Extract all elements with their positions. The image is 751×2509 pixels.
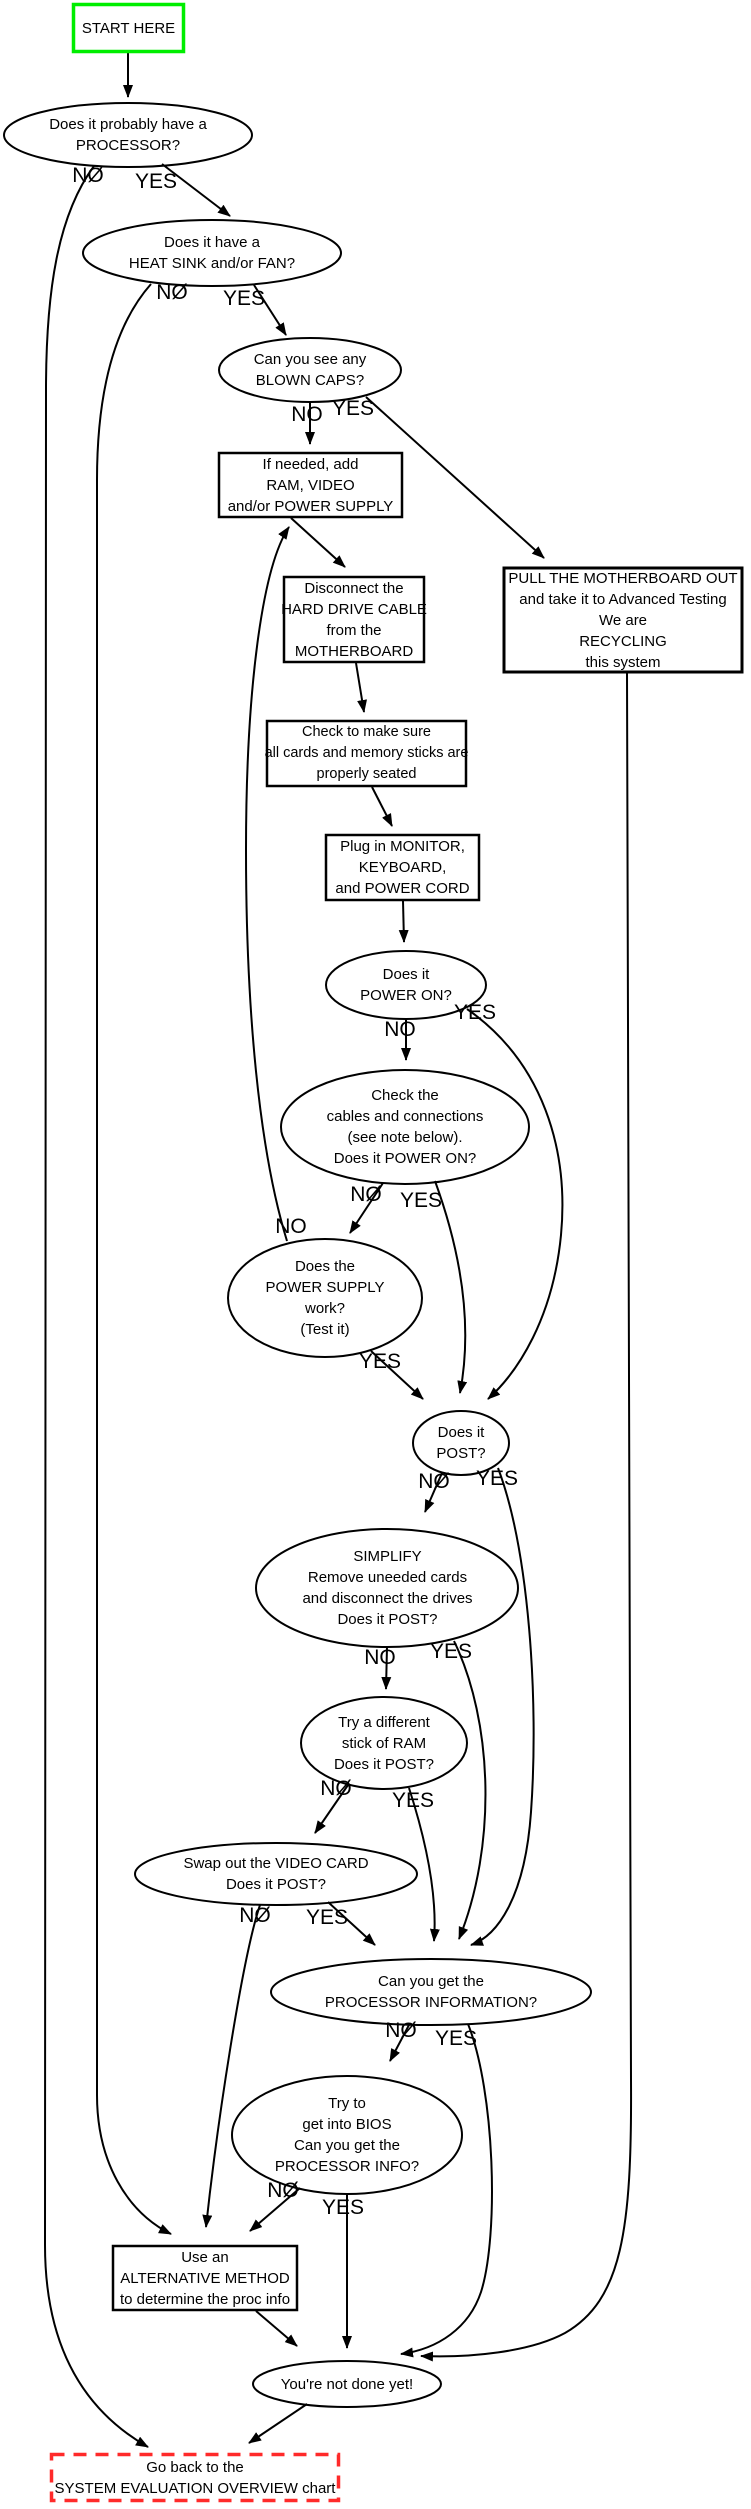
- edge-notdone-goback: [248, 2403, 308, 2444]
- edge-label-video-yes: YES: [305, 1906, 349, 1929]
- edge-post-no: [424, 1472, 443, 1513]
- node-seated-label: Check to make sure all cards and memory …: [264, 724, 469, 782]
- node-blown-caps-label: Can you see any BLOWN CAPS?: [253, 351, 367, 389]
- node-heatsink-label: Does it have a HEAT SINK and/or FAN?: [128, 234, 296, 272]
- edge-label-caps-yes: YES: [331, 397, 375, 420]
- edge-label-bios-yes: YES: [321, 2196, 365, 2219]
- edge-simplify-no: [381, 1646, 392, 1690]
- node-proc-info-shape: [270, 1958, 592, 2026]
- edge-caps-yes: [365, 396, 545, 559]
- node-start-shape: [71, 2, 186, 54]
- edge-cables-no: [349, 1182, 384, 1234]
- node-power-on-label: Does it POWER ON?: [360, 966, 452, 1004]
- node-start-label: START HERE: [81, 19, 176, 37]
- node-video-label: Swap out the VIDEO CARD Does it POST?: [183, 1855, 369, 1893]
- edge-poweron-yes: [466, 1008, 564, 1400]
- edge-procinfo-no: [389, 2024, 410, 2062]
- node-disconnect-label: Disconnect the HARD DRIVE CABLE from the…: [281, 579, 427, 660]
- edge-psu-yes: [370, 1350, 424, 1400]
- node-ram-label: Try a different stick of RAM Does it POS…: [333, 1713, 435, 1773]
- node-not-done-shape: [252, 2360, 442, 2408]
- edge-label-post-yes: YES: [475, 1467, 519, 1490]
- node-add-parts-label: If needed, add RAM, VIDEO and/or POWER S…: [227, 455, 394, 515]
- node-not-done-label: You're not done yet!: [280, 2375, 414, 2393]
- node-proc-info-label: Can you get the PROCESSOR INFORMATION?: [324, 1973, 538, 2011]
- edge-video-no: [202, 1904, 261, 2228]
- edge-label-simplify-yes: YES: [429, 1640, 473, 1663]
- node-simplify-label: SIMPLIFY Remove uneeded cards and discon…: [302, 1548, 473, 1628]
- edge-label-cables-yes: YES: [399, 1189, 443, 1212]
- edge-label-caps-no: NO: [291, 403, 323, 426]
- node-alt-method-shape: [111, 2244, 299, 2312]
- edge-processor-yes: [161, 163, 231, 217]
- edge-label-cables-no: NØ: [350, 1183, 382, 1206]
- edge-label-video-no: NØ: [239, 1904, 271, 1927]
- edge-simplify-yes: [453, 1640, 487, 1940]
- node-ram-shape: [300, 1696, 468, 1790]
- edge-pullout-notdone: [420, 671, 633, 2362]
- edge-label-bios-no: NØ: [267, 2179, 299, 2202]
- node-power-supply-label: Does the POWER SUPPLY work? (Test it): [265, 1258, 385, 1338]
- node-pull-out-label: PULL THE MOTHERBOARD OUT and take it to …: [508, 569, 738, 671]
- edge-label-heatsink-yes: YES: [222, 287, 266, 310]
- edge-label-procinfo-yes: YES: [434, 2027, 478, 2050]
- node-go-back-shape: [49, 2452, 341, 2503]
- node-post-shape: [412, 1410, 510, 1476]
- edge-bios-no: [249, 2187, 301, 2232]
- edge-label-processor-yes: YES: [134, 170, 178, 193]
- edge-label-post-no: NØ: [418, 1470, 450, 1493]
- edge-seated-plugin: [371, 786, 393, 827]
- edge-addparts-disconnect: [290, 517, 346, 568]
- edge-cables-yes: [434, 1180, 468, 1394]
- edge-label-poweron-no: NO: [384, 1018, 416, 1041]
- node-bios-shape: [231, 2075, 463, 2195]
- edge-label-procinfo-no: NØ: [385, 2019, 417, 2042]
- edge-altmethod-notdone: [255, 2310, 298, 2347]
- edge-video-yes: [327, 1901, 376, 1946]
- edge-label-psu-yes: YES: [358, 1350, 402, 1373]
- node-power-on-shape: [325, 950, 487, 1020]
- edge-plugin-poweron: [398, 900, 409, 943]
- edge-label-psu-no: NO: [275, 1215, 307, 1238]
- node-add-parts-shape: [217, 451, 404, 519]
- edge-heatsink-no: [96, 283, 172, 2235]
- node-plug-in-shape: [324, 833, 481, 902]
- node-check-cables-shape: [280, 1069, 530, 1185]
- node-disconnect-shape: [282, 575, 426, 664]
- edge-processor-no: [43, 165, 149, 2448]
- node-check-cables-label: Check the cables and connections (see no…: [326, 1087, 484, 1167]
- node-plug-in-label: Plug in MONITOR, KEYBOARD, and POWER COR…: [335, 838, 470, 897]
- node-pull-out-shape: [502, 566, 744, 674]
- edge-ram-yes: [408, 1787, 440, 1942]
- edge-label-processor-no: NØ: [72, 164, 104, 187]
- edge-label-simplify-no: NO: [364, 1646, 396, 1669]
- node-blown-caps-shape: [218, 337, 402, 403]
- edge-label-ram-no: NØ: [320, 1777, 352, 1800]
- edge-ram-no: [314, 1784, 349, 1834]
- edge-post-yes: [470, 1467, 535, 1946]
- edge-label-ram-yes: YES: [391, 1789, 435, 1812]
- node-processor-shape: [3, 102, 253, 168]
- node-heatsink-shape: [82, 219, 342, 287]
- node-simplify-shape: [255, 1528, 519, 1648]
- node-bios-label: Try to get into BIOS Can you get the PRO…: [274, 2095, 420, 2175]
- node-seated-shape: [265, 719, 468, 788]
- edge-disconnect-seated: [355, 662, 368, 713]
- node-go-back-label: Go back to the SYSTEM EVALUATION OVERVIE…: [54, 2458, 336, 2497]
- node-power-supply-shape: [227, 1238, 423, 1358]
- edge-label-poweron-yes: YES: [453, 1001, 497, 1024]
- node-alt-method-label: Use an ALTERNATIVE METHOD to determine t…: [119, 2248, 291, 2308]
- edge-procinfo-yes: [400, 2023, 493, 2358]
- node-processor-label: Does it probably have a PROCESSOR?: [49, 116, 207, 154]
- edge-psu-no: [244, 526, 290, 1242]
- edge-label-heatsink-no: NØ: [156, 281, 188, 304]
- node-video-shape: [134, 1842, 418, 1906]
- edge-heatsink-yes: [253, 284, 287, 336]
- node-post-label: Does it POST?: [436, 1424, 486, 1462]
